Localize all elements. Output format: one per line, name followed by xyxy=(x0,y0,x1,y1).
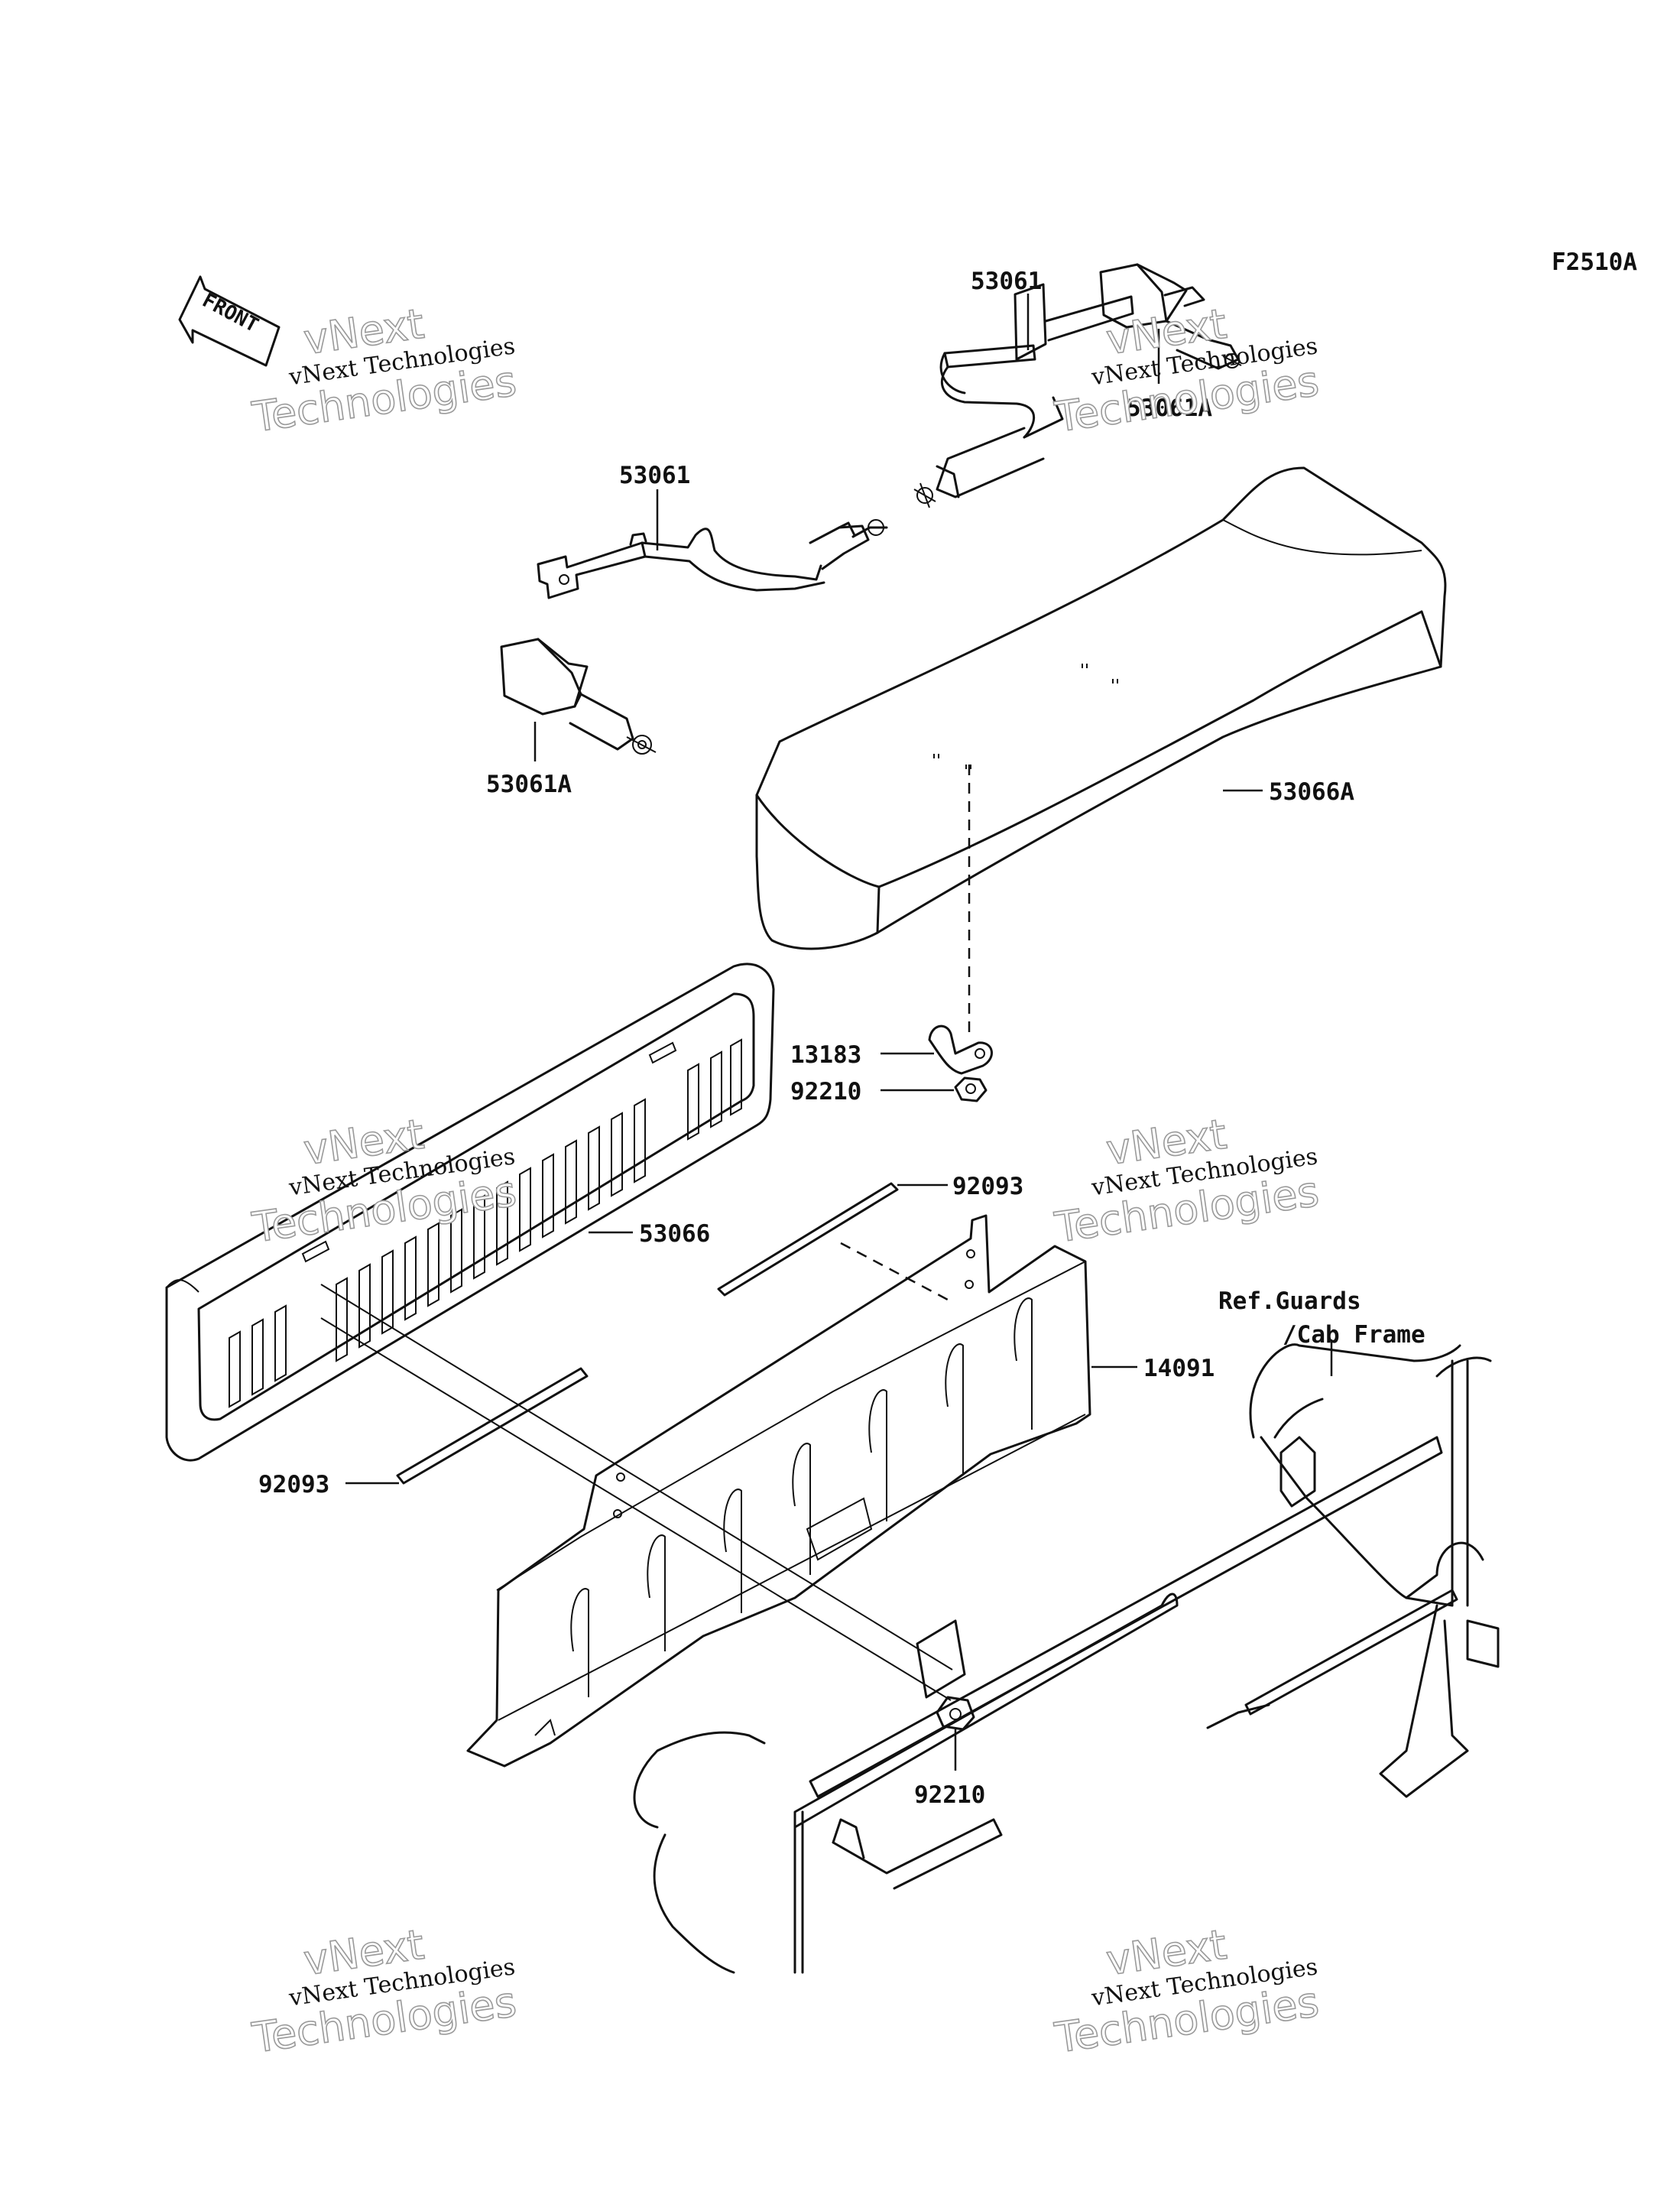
watermark-3: vNext vNext Technologies Technologies xyxy=(248,1109,520,1252)
strip-92093-lower xyxy=(396,1367,589,1485)
seat-belt-buckle-upper xyxy=(1099,263,1242,370)
callout-53061-left: 53061 xyxy=(619,462,690,489)
figure-code: F2510A xyxy=(1552,248,1637,276)
strip-fit-line xyxy=(840,1242,949,1301)
callout-14091: 14091 xyxy=(1143,1355,1215,1382)
strip-92093-upper xyxy=(717,1182,899,1297)
callout-92210-upper: 92210 xyxy=(790,1078,861,1105)
seat-panel xyxy=(466,1214,1091,1768)
seat-belt-upper xyxy=(913,283,1134,508)
watermark-5: vNext vNext Technologies Technologies xyxy=(248,1920,520,2063)
seat-belt-left xyxy=(537,519,888,599)
front-label: FRONT xyxy=(199,289,262,337)
stud-lines xyxy=(320,1284,953,1701)
callout-53061a-upper: 53061A xyxy=(1127,394,1212,422)
cab-frame xyxy=(633,1343,1500,1974)
callout-53061-upper: 53061 xyxy=(971,268,1042,295)
callout-92093-lower: 92093 xyxy=(258,1471,329,1498)
panel-ribs xyxy=(570,1297,1033,1697)
seat-back-slots xyxy=(229,1038,742,1408)
seat-belt-buckle-left xyxy=(500,638,657,755)
callout-53066: 53066 xyxy=(639,1220,710,1248)
nut-92210-upper xyxy=(954,1076,988,1102)
bracket-13183 xyxy=(928,1024,993,1075)
watermark-4: vNext vNext Technologies Technologies xyxy=(1051,1109,1322,1252)
ref-cab-frame-label: /Cab Frame xyxy=(1283,1321,1425,1349)
watermark-1: vNext vNext Technologies Technologies xyxy=(248,299,520,442)
callout-leaders xyxy=(345,294,1263,1771)
callout-13183: 13183 xyxy=(790,1041,861,1069)
front-arrow-icon: FRONT xyxy=(178,275,281,367)
callout-labels: 53061 53061A 53061 53061A 53066A 13183 9… xyxy=(258,268,1425,1809)
ref-guards-label: Ref.Guards xyxy=(1218,1287,1361,1315)
seat-cushion xyxy=(755,466,1447,950)
seat-back xyxy=(165,963,775,1462)
callout-53066a: 53066A xyxy=(1269,778,1354,806)
watermark-6: vNext vNext Technologies Technologies xyxy=(1051,1920,1322,2063)
callout-53061a-left: 53061A xyxy=(486,771,572,798)
callout-92093-upper: 92093 xyxy=(952,1173,1023,1200)
callout-92210-lower: 92210 xyxy=(914,1781,985,1809)
